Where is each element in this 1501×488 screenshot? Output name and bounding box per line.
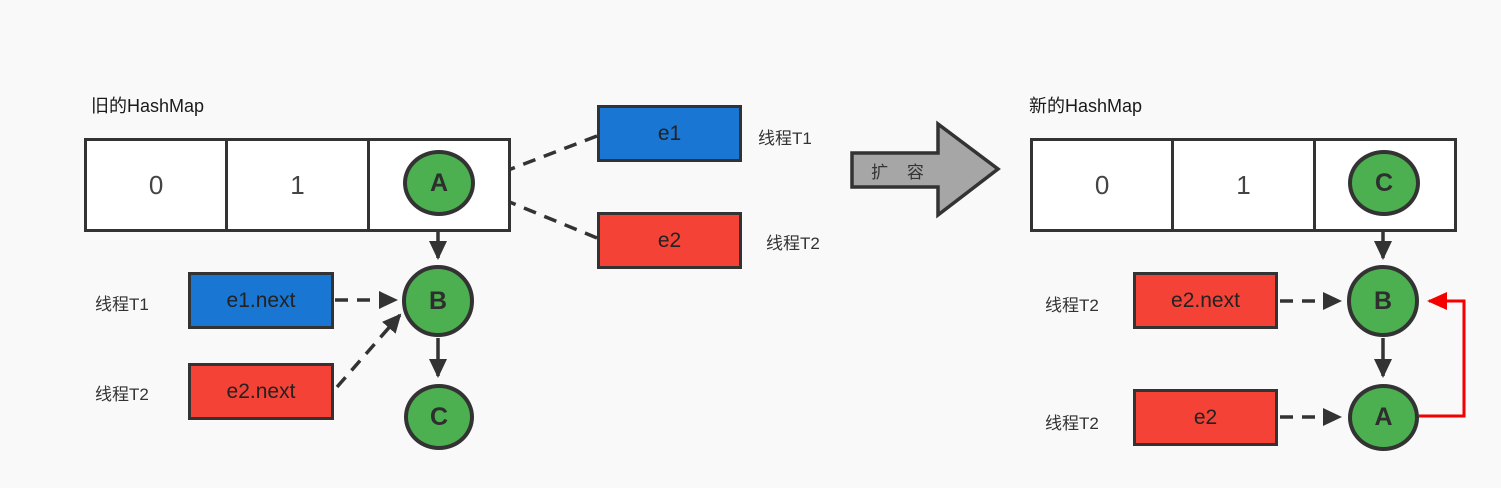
old-node-a: A (403, 150, 475, 216)
expand-arrow-label: 扩 容 (871, 163, 931, 182)
arrow-e2next-to-b (335, 313, 402, 389)
pointer-box-e1next: e1.next (188, 272, 334, 329)
new-node-a: A (1348, 384, 1419, 451)
old-array-cell-0: 0 (87, 141, 229, 229)
new-node-b: B (1347, 265, 1419, 337)
loop-arrow-a-to-b (1419, 292, 1466, 418)
thread-label-t2-new-e2next: 线程T2 (1045, 296, 1099, 315)
new-array-cell-1: 1 (1174, 141, 1316, 229)
new-hashmap-title: 新的HashMap (1029, 96, 1143, 116)
thread-label-t2-new-e2: 线程T2 (1045, 414, 1099, 433)
old-node-b: B (402, 265, 474, 337)
new-array-cell-0: 0 (1033, 141, 1175, 229)
pointer-box-new-e2: e2 (1133, 389, 1278, 446)
pointer-box-e2: e2 (597, 212, 742, 269)
old-node-c: C (404, 384, 474, 450)
pointer-box-e2next: e2.next (188, 363, 334, 420)
thread-label-t1-e1: 线程T1 (758, 129, 812, 148)
old-hashmap-title: 旧的HashMap (91, 96, 205, 116)
pointer-box-new-e2next: e2.next (1133, 272, 1278, 329)
thread-label-t2-e2next: 线程T2 (95, 385, 149, 404)
old-array-cell-1: 1 (228, 141, 370, 229)
thread-label-t1-e1next: 线程T1 (95, 295, 149, 314)
thread-label-t2-e2: 线程T2 (766, 234, 820, 253)
pointer-box-e1: e1 (597, 105, 742, 162)
new-node-c: C (1348, 150, 1420, 216)
